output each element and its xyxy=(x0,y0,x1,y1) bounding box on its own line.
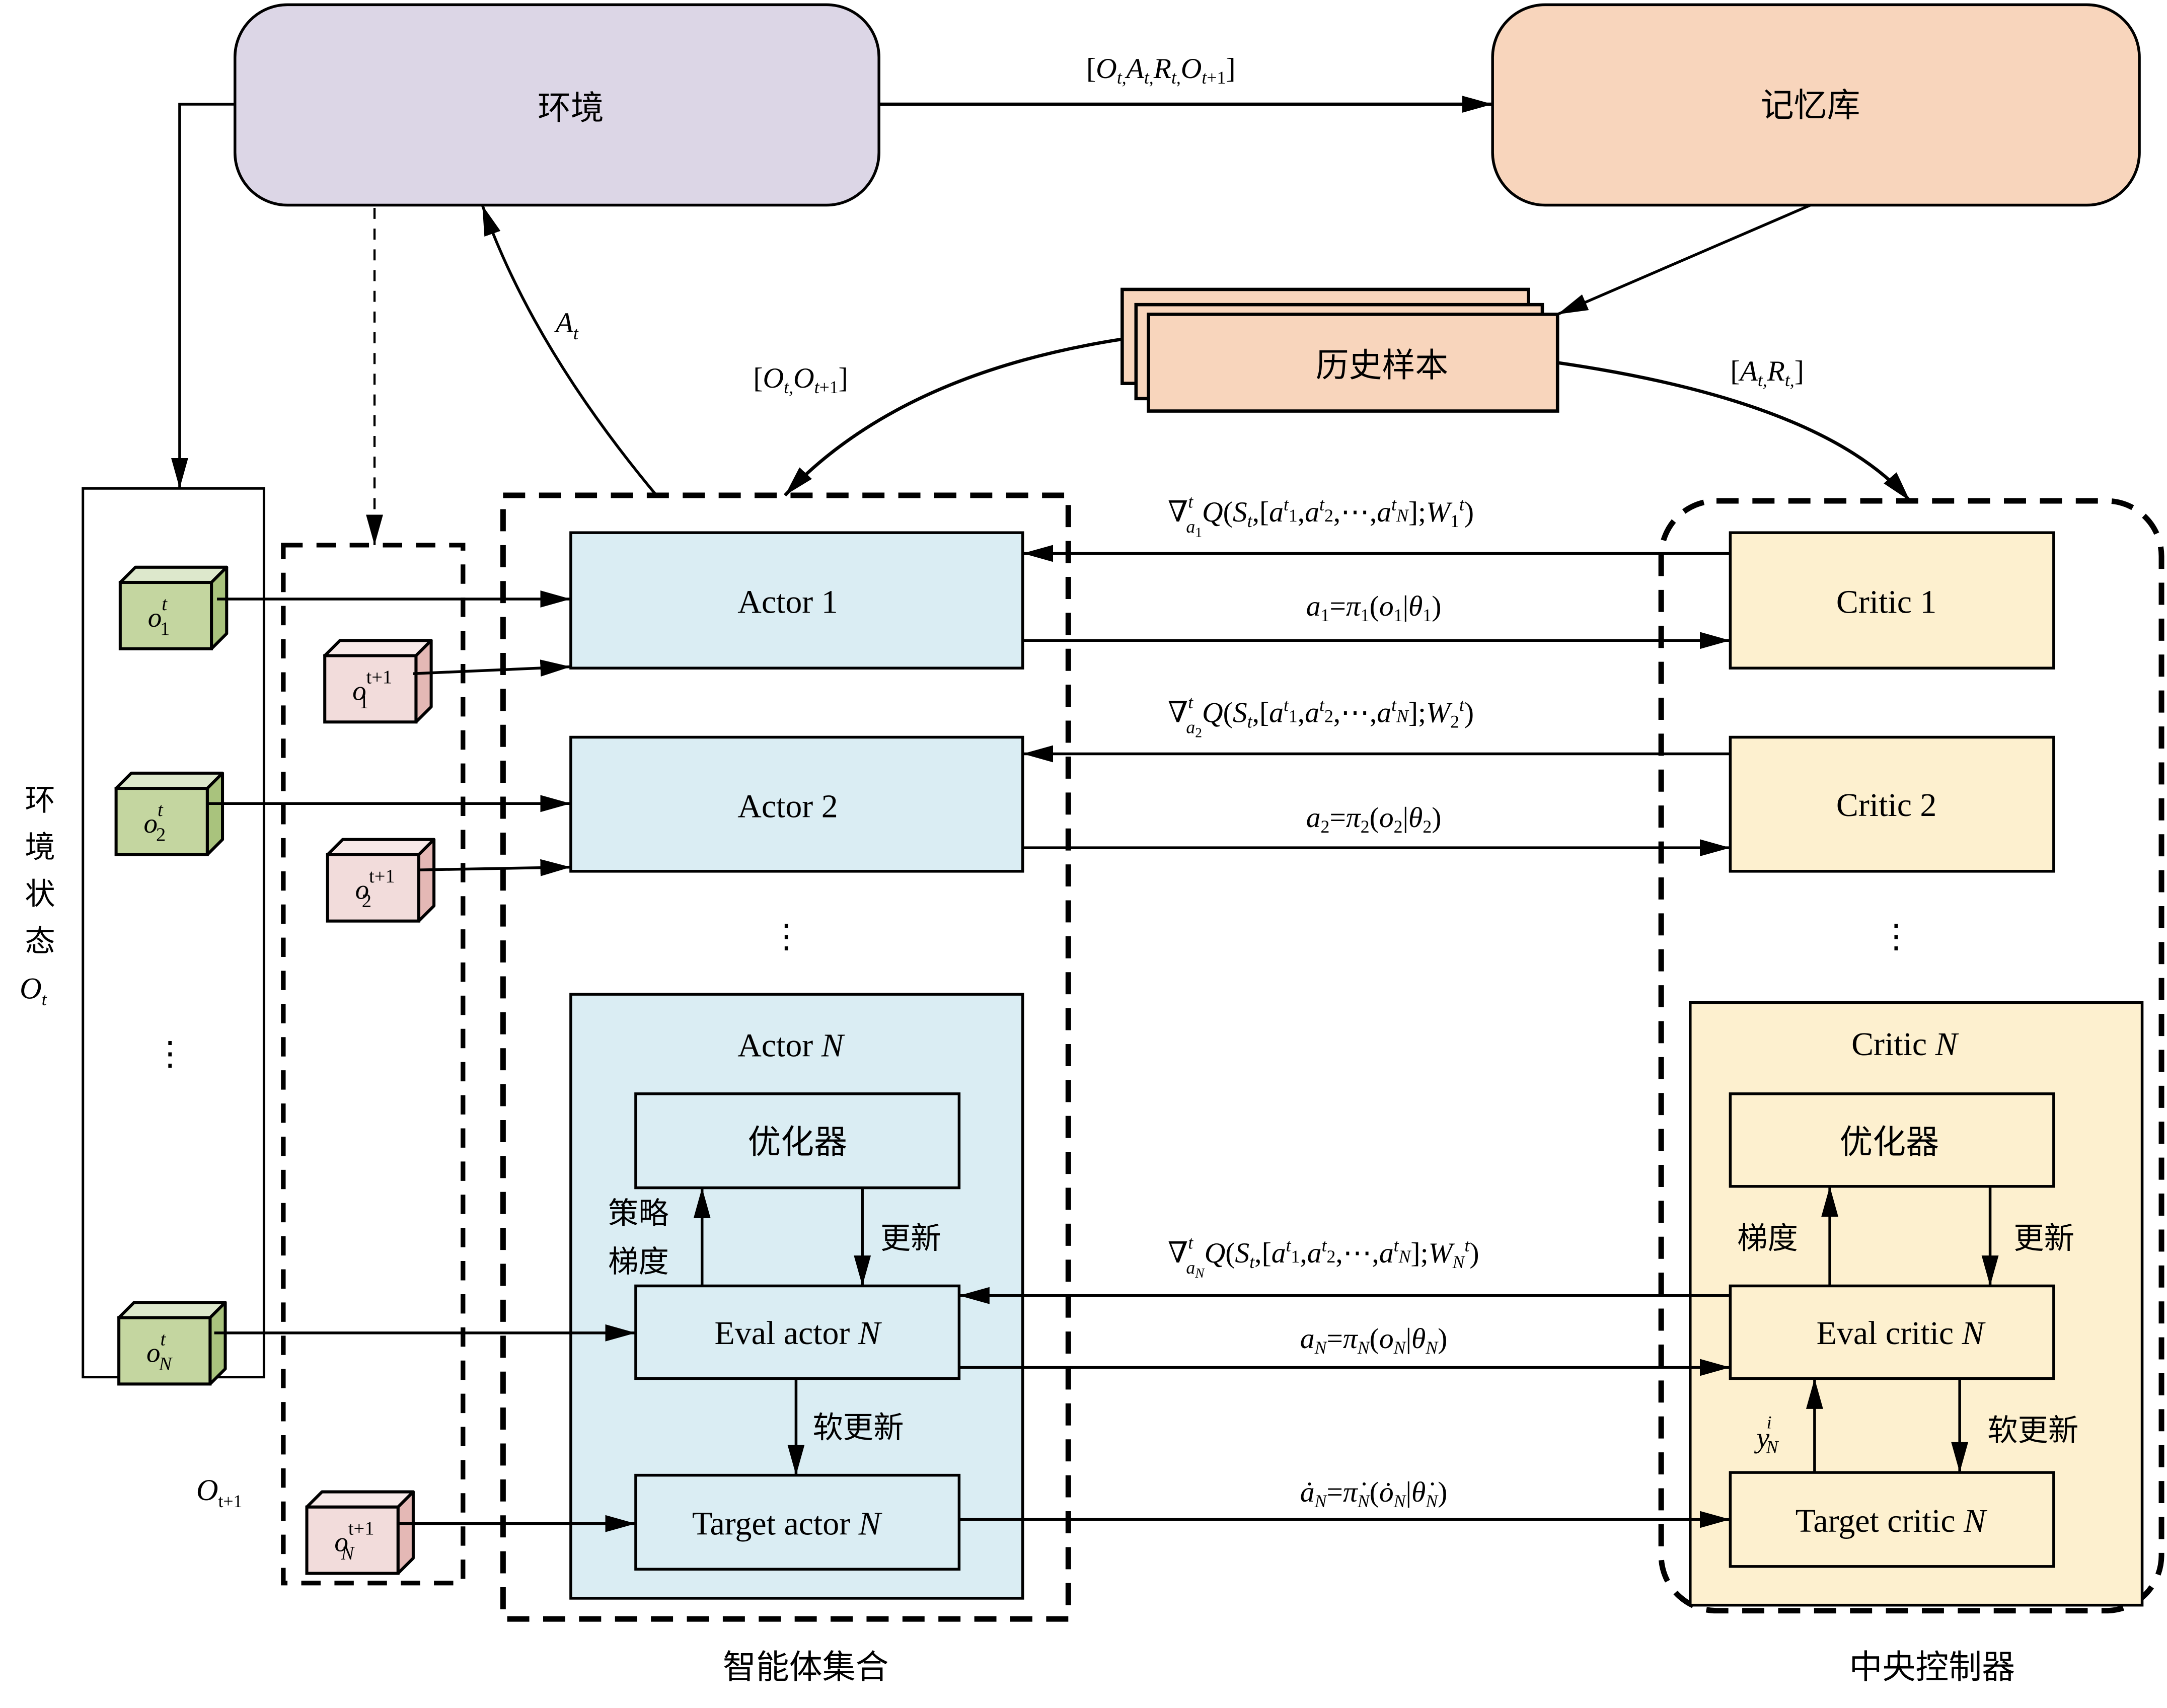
cube-side-face xyxy=(208,1301,227,1386)
env-state-label: 环 境 状 态 Ot xyxy=(20,783,55,1009)
critic-optimizer-label: 优化器 xyxy=(1839,1123,1939,1161)
svg-text:状: 状 xyxy=(25,877,55,912)
cube-front-face xyxy=(305,1505,400,1575)
edge-memory-to-history xyxy=(1557,203,1811,316)
edge-label-history-to-critics: [At,Rt,] xyxy=(1730,355,1804,390)
cube-front-face xyxy=(118,580,213,650)
actor-2 xyxy=(569,735,1024,873)
cube-front-face xyxy=(114,787,209,856)
cube-top-face xyxy=(323,639,433,657)
actor-2-label: Actor 2 xyxy=(737,788,838,825)
critic-1-label: Critic 1 xyxy=(1836,583,1936,620)
edge-label-policy-1: a1=π1(o1|θ1) xyxy=(1306,590,1442,625)
critic-n-label: Critic N xyxy=(1851,1026,1959,1063)
controller-group-box xyxy=(1658,498,2164,1614)
agents-group-label: 智能体集合 xyxy=(723,1648,888,1686)
critic-soft-update-label: 软更新 xyxy=(1987,1413,2078,1448)
eval-actor-n-label: Eval actor N xyxy=(715,1315,882,1352)
cube-top-face xyxy=(118,565,229,584)
actor-1 xyxy=(569,531,1024,670)
cube-top-face xyxy=(305,1490,415,1509)
next-state-label: Ot+1 xyxy=(196,1473,243,1511)
critic-optimizer xyxy=(1729,1092,2055,1188)
edge-o2t1-to-actor2 xyxy=(420,859,571,876)
edge-label-history-to-agents: [Ot,Ot+1] xyxy=(753,362,848,397)
cube-front-face xyxy=(323,654,418,724)
cube-top-face xyxy=(117,1301,227,1319)
eval-critic-n-label: Eval critic N xyxy=(1817,1315,1986,1352)
actor-update-label: 更新 xyxy=(880,1221,941,1256)
cube-side-face xyxy=(396,1490,415,1575)
svg-text:Ot: Ot xyxy=(20,972,47,1009)
target-actor-n-label: Target actor N xyxy=(692,1506,882,1542)
svg-text:境: 境 xyxy=(25,830,55,865)
actor-optimizer xyxy=(634,1092,961,1190)
critic-1 xyxy=(1729,531,2055,670)
actor-ellipsis: ⋮ xyxy=(770,918,803,955)
target-critic-n-label: Target critic N xyxy=(1796,1503,1987,1539)
policy-gradient-label-1: 策略 xyxy=(608,1196,669,1231)
edge-label-policy-n: aN=πN(oN|θN) xyxy=(1300,1323,1448,1358)
cube-top-face xyxy=(114,771,225,790)
env-state-ellipsis: ⋮ xyxy=(154,1035,187,1072)
edge-history-to-critics xyxy=(1557,361,1911,502)
eval-critic-n xyxy=(1729,1284,2055,1380)
edge-action-to-env xyxy=(481,204,658,496)
actor-n-label: Actor N xyxy=(737,1027,845,1064)
next-state-container xyxy=(281,543,466,1586)
edge-history-to-agents xyxy=(784,337,1123,497)
critic-2-label: Critic 2 xyxy=(1836,787,1936,824)
cube-side-face xyxy=(210,565,229,650)
target-critic-n xyxy=(1729,1471,2055,1568)
cube-side-face xyxy=(414,639,433,724)
agents-group-box xyxy=(500,492,1071,1622)
memory-label: 记忆库 xyxy=(1761,86,1860,125)
eval-actor-n xyxy=(634,1284,961,1380)
actor-1-label: Actor 1 xyxy=(737,583,838,620)
cube-side-face xyxy=(417,838,436,923)
cube-front-face xyxy=(117,1316,212,1386)
environment-label: 环境 xyxy=(538,89,604,127)
controller-group-label: 中央控制器 xyxy=(1849,1648,2015,1686)
edge-label-target-policy-n: ȧN=π̇N(ȯN|θ̇N) xyxy=(1300,1476,1448,1511)
edge-label-env-to-memory: [Ot,At,Rt,Ot+1] xyxy=(1086,53,1236,88)
svg-text:态: 态 xyxy=(25,924,55,959)
cube-top-face xyxy=(326,838,436,856)
edge-label-action: At xyxy=(554,307,579,343)
critic-ellipsis: ⋮ xyxy=(1880,918,1913,955)
target-actor-n xyxy=(634,1473,961,1571)
critic-2 xyxy=(1729,735,2055,873)
cube-front-face xyxy=(326,853,420,923)
actor-soft-update-label: 软更新 xyxy=(812,1410,904,1445)
actor-optimizer-label: 优化器 xyxy=(748,1123,847,1161)
policy-gradient-label-2: 梯度 xyxy=(608,1244,669,1280)
svg-text:环: 环 xyxy=(25,783,55,818)
history-label: 历史样本 xyxy=(1316,346,1449,385)
critic-gradient-label: 梯度 xyxy=(1737,1221,1798,1256)
critic-update-label: 更新 xyxy=(2013,1221,2074,1256)
edge-env-to-state xyxy=(171,103,235,489)
cube-side-face xyxy=(205,771,225,856)
edge-o1t1-to-actor1 xyxy=(413,659,571,677)
edge-label-policy-2: a2=π2(o2|θ2) xyxy=(1306,802,1442,837)
